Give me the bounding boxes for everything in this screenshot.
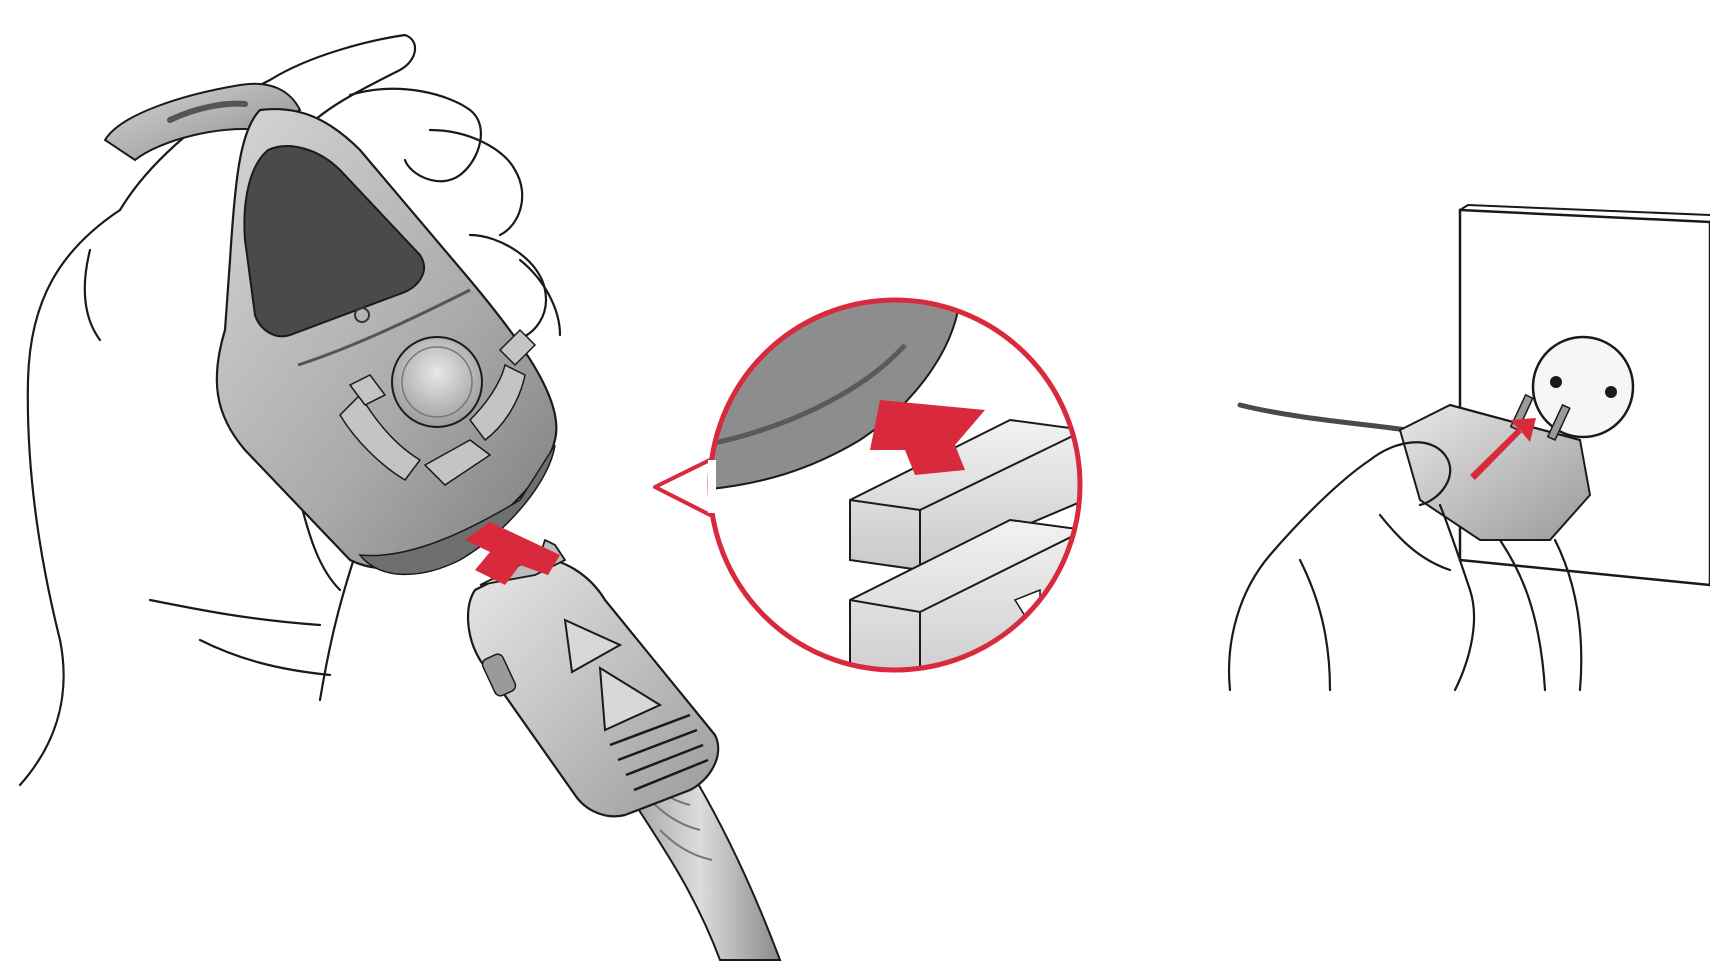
charger-plug-icon bbox=[468, 540, 780, 960]
phone-connector-panel bbox=[20, 35, 780, 960]
charger-adapter-icon bbox=[1400, 395, 1590, 540]
mobile-phone-icon bbox=[105, 84, 556, 575]
zoom-detail-panel bbox=[655, 290, 1100, 700]
wall-outlet-panel bbox=[1229, 205, 1710, 690]
